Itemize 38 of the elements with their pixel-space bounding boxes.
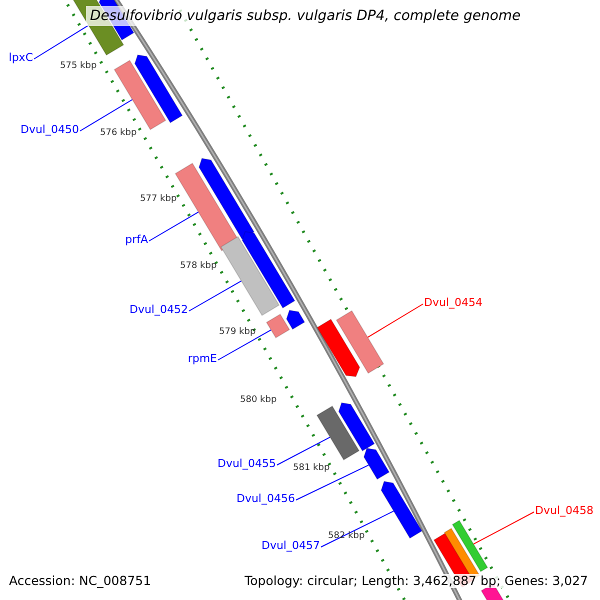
gene-feature-bar (363, 448, 390, 480)
gene-feature-bar (174, 162, 240, 252)
gene-label: Dvul_0450 (20, 123, 79, 137)
gene-feature-bar (380, 480, 423, 539)
leader-line (320, 510, 394, 548)
gene-label: Dvul_0452 (129, 303, 188, 317)
tick-label: 578 kbp (180, 260, 217, 273)
tick-label: 580 kbp (240, 394, 277, 407)
genome-stats-text: Topology: circular; Length: 3,462,887 bp; Genes: 3,027 (242, 574, 590, 588)
gene-label: rpmE (188, 352, 217, 366)
gene-feature-bar (316, 405, 360, 461)
gene-feature-bar (266, 314, 290, 338)
accession-text: Accession: NC_008751 (9, 574, 152, 588)
gene-label: prfA (125, 233, 148, 247)
gene-feature-bar (336, 310, 384, 374)
leader-line (80, 99, 133, 132)
gene-label: Dvul_0455 (217, 457, 276, 471)
tick-label: 577 kbp (140, 193, 177, 206)
tick-label: 582 kbp (328, 530, 365, 543)
gene-feature-bar (220, 236, 280, 316)
leader-line (473, 512, 534, 545)
leader-line (218, 329, 272, 360)
gene-label: lpxC (8, 51, 33, 65)
tick-label: 575 kbp (60, 60, 97, 73)
tick-label: 579 kbp (219, 326, 256, 339)
leader-line (367, 304, 424, 338)
leader-line (276, 436, 330, 466)
leader-line (188, 280, 242, 312)
tick-label: 576 kbp (100, 127, 137, 140)
leader-line (296, 464, 370, 500)
gene-label: Dvul_0458 (535, 504, 594, 518)
leader-line (148, 212, 199, 242)
gene-label: Dvul_0456 (236, 492, 295, 506)
gene-label: Dvul_0454 (424, 296, 483, 310)
tick-label: 581 kbp (293, 462, 330, 475)
gene-feature-bar (452, 520, 488, 572)
leader-line (34, 24, 89, 60)
gene-label: Dvul_0457 (261, 539, 320, 553)
